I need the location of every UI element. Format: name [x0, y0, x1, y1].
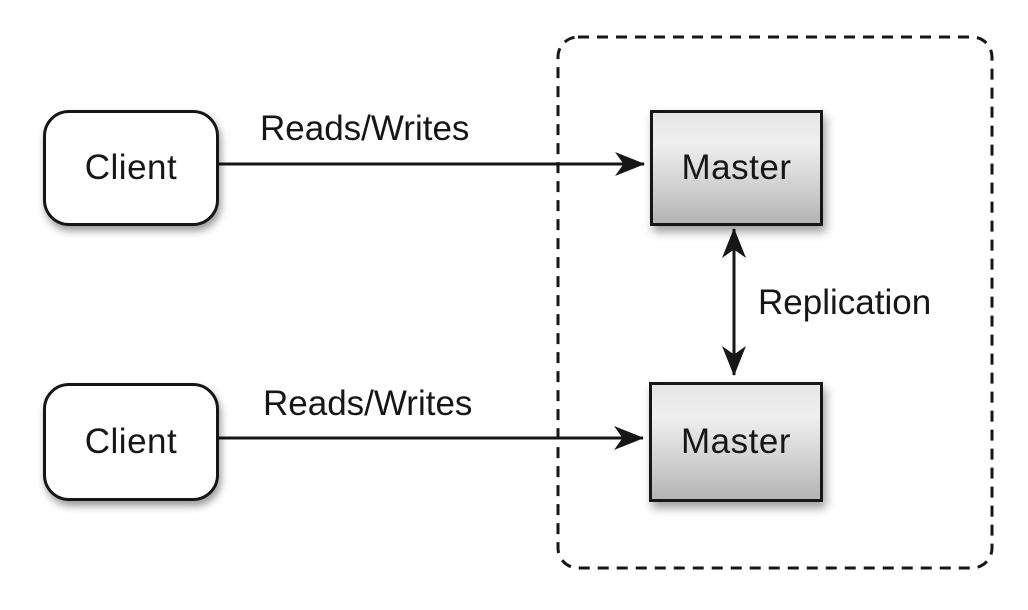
master-node-top-label: Master	[681, 148, 792, 187]
master-node-bottom-label: Master	[681, 422, 791, 461]
master-node-bottom: Master	[649, 382, 823, 502]
client-node-bottom-label: Client	[84, 422, 178, 461]
replication-label: Replication	[758, 283, 932, 322]
client-node-top: Client	[43, 110, 219, 226]
reads-writes-label-bottom: Reads/Writes	[263, 384, 473, 423]
master-node-top: Master	[650, 110, 823, 226]
masters-group-dashed-border	[556, 35, 994, 570]
reads-writes-label-top: Reads/Writes	[260, 109, 470, 148]
client-node-top-label: Client	[84, 148, 178, 187]
client-node-bottom: Client	[43, 383, 219, 501]
